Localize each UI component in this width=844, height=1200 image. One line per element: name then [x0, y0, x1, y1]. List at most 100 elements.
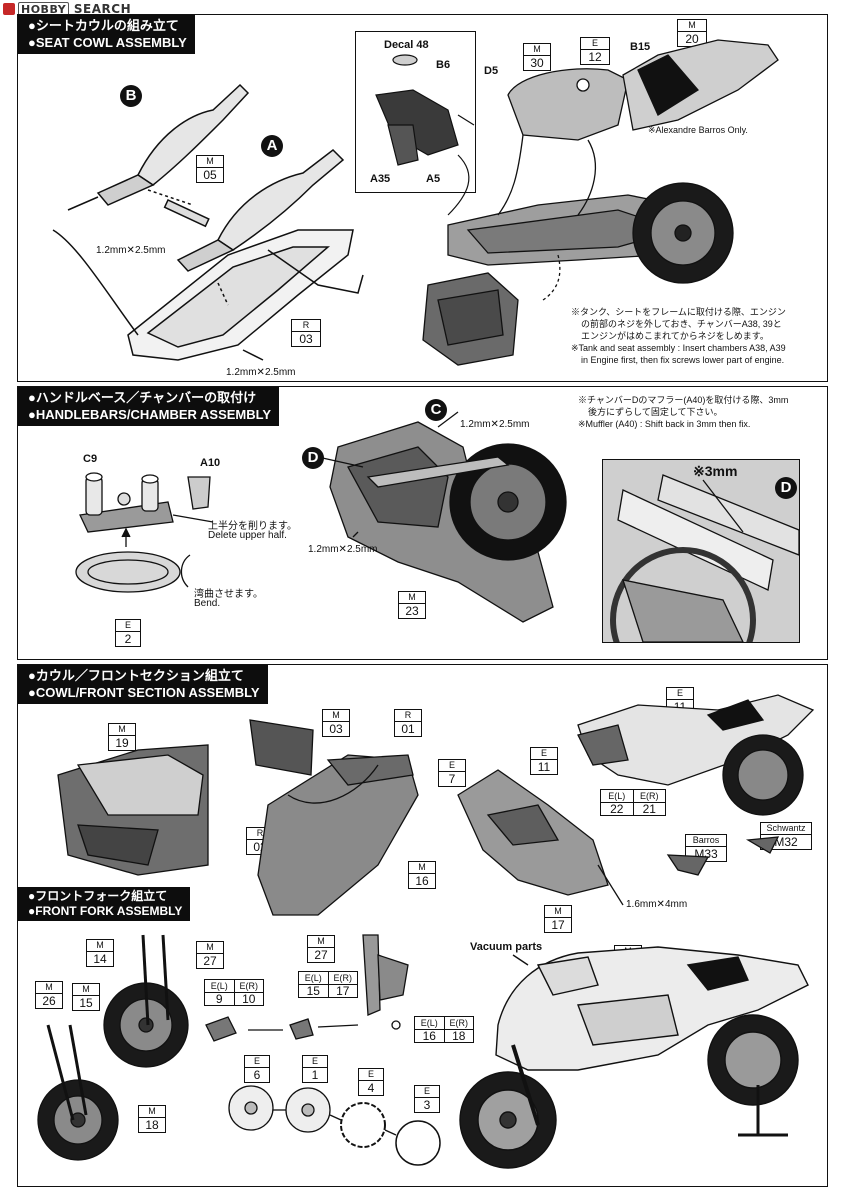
label-b6: B6	[436, 59, 451, 71]
ref-e21-right-label: E(R)	[632, 790, 666, 802]
ref-e3-number: 3	[423, 1098, 431, 1112]
schwantz-part: M32	[774, 835, 798, 849]
ref-e18-number: 18	[443, 1030, 474, 1042]
seat-note-en-2: in Engine first, then fix screws lower p…	[581, 355, 785, 365]
muffler-detail-box	[602, 459, 800, 643]
seat-title-jp: ●シートカウルの組み立て	[28, 18, 179, 33]
decal-inset-box	[355, 31, 476, 193]
front-section-drawing	[57, 744, 209, 876]
ref-e16-number: 16	[422, 1029, 436, 1043]
ref-e22-left-label: E(L)	[608, 791, 626, 801]
cowl-panel: ●カウル／フロントセクション組立て ●COWL/FRONT SECTION AS…	[17, 664, 828, 1187]
screw-label-1: 1.2mm✕2.5mm	[96, 245, 166, 256]
handlebar-screw-1: 1.2mm✕2.5mm	[460, 419, 530, 430]
handlebar-base-drawing	[75, 472, 214, 593]
ref-e10-right-label: E(R)	[233, 980, 264, 992]
decal-label: Decal 48	[384, 39, 429, 51]
ref-e12-number: 12	[588, 50, 602, 64]
ref-e12-letter: E	[581, 38, 609, 50]
cowl-title-en: ●COWL/FRONT SECTION ASSEMBLY	[28, 685, 260, 700]
seat-note-jp-3: エンジンがはめこまれてからネジをしめます。	[581, 331, 769, 341]
ref-r03-letter: R	[292, 320, 320, 332]
ref-e16-left-label: E(L)	[420, 1018, 438, 1028]
ref-m20-number: 20	[685, 32, 699, 46]
cowl-title: ●カウル／フロントセクション組立て ●COWL/FRONT SECTION AS…	[18, 665, 268, 704]
ref-m30-letter: M	[524, 44, 550, 56]
fork-title-jp: ●フロントフォーク組立て	[28, 889, 168, 903]
ref-m03-number: 03	[329, 722, 343, 736]
delete-upper-half-en: Delete upper half.	[208, 530, 287, 541]
ref-e7-number: 7	[448, 772, 456, 786]
bike-side-drawing	[577, 694, 815, 876]
ref-e7-letter: E	[439, 760, 465, 772]
ref-e10-number: 10	[233, 993, 264, 1005]
seat-note-en-1: ※Tank and seat assembly : Insert chamber…	[571, 343, 786, 353]
ref-e9-left-label: E(L)	[210, 981, 228, 991]
muffler-note-jp-2: 後方にずらして固定して下さい。	[588, 407, 723, 417]
ref-e6-number: 6	[253, 1068, 261, 1082]
seat-note-jp-2: の前部のネジを外しておき、チャンバーA38, 39と	[581, 319, 782, 329]
marker-c: C	[425, 399, 447, 421]
ref-m19-letter: M	[109, 724, 135, 736]
barros-label: Barros	[686, 835, 726, 847]
ref-e9-number: 9	[215, 992, 223, 1006]
ref-m03-letter: M	[323, 710, 349, 722]
vacuum-parts-label: Vacuum parts	[470, 941, 543, 953]
ref-e1-number: 1	[311, 1068, 319, 1082]
handlebar-title: ●ハンドルベース／チャンバーの取付け ●HANDLEBARS/CHAMBER A…	[18, 387, 280, 426]
chamber-assembly-drawing	[317, 411, 567, 623]
ref-m30-number: 30	[530, 56, 544, 70]
ref-r01-letter: R	[395, 710, 421, 722]
cowl-screw-label: 1.6mm✕4mm	[626, 899, 688, 910]
ref-m23-number: 23	[405, 604, 419, 618]
ref-m27b-letter: M	[308, 936, 334, 948]
ref-e9-e10: E(L) E(R) 9 10	[204, 979, 264, 1006]
ref-m18-letter: M	[139, 1106, 165, 1118]
ref-e17-right-label: E(R)	[327, 972, 358, 984]
ref-m18-number: 18	[145, 1118, 159, 1132]
handlebar-title-en: ●HANDLEBARS/CHAMBER ASSEMBLY	[28, 407, 272, 422]
ref-m27a-number: 27	[203, 954, 217, 968]
seat-title-en: ●SEAT COWL ASSEMBLY	[28, 35, 187, 50]
front-fork-drawing	[37, 934, 189, 1161]
muffler-note-en: ※Muffler (A40) : Shift back in 3mm then …	[578, 419, 751, 429]
ref-m17-number: 17	[551, 918, 565, 932]
ref-e17-number: 17	[327, 985, 358, 997]
ref-e2-number: 2	[124, 632, 132, 646]
lower-cowl-drawing	[249, 719, 419, 916]
ref-m14-letter: M	[87, 940, 113, 952]
fork-title-en: ●FRONT FORK ASSEMBLY	[28, 904, 183, 918]
inset-parts-drawing	[375, 54, 475, 216]
ref-e15-number: 15	[306, 984, 320, 998]
ref-m26-number: 26	[42, 994, 56, 1008]
ref-e11a-number: 11	[537, 760, 551, 774]
muffler-note-jp-1: ※チャンバーDのマフラー(A40)を取付ける際、3mm	[578, 395, 789, 405]
label-a10: A10	[200, 457, 221, 469]
ref-e6-letter: E	[245, 1056, 269, 1068]
ref-m16-number: 16	[415, 874, 429, 888]
ref-m14-number: 14	[93, 952, 107, 966]
ref-e11b-letter: E	[667, 688, 693, 700]
seat-cowl-panel: ●シートカウルの組み立て ●SEAT COWL ASSEMBLY B A	[17, 14, 828, 382]
ref-m16-letter: M	[409, 862, 435, 874]
marker-d: D	[302, 447, 324, 469]
label-a35: A35	[370, 173, 391, 185]
ref-m27a-letter: M	[197, 942, 223, 954]
bend-jp: 湾曲させます。	[194, 589, 263, 600]
ref-e1-letter: E	[303, 1056, 327, 1068]
ref-m23-letter: M	[399, 592, 425, 604]
